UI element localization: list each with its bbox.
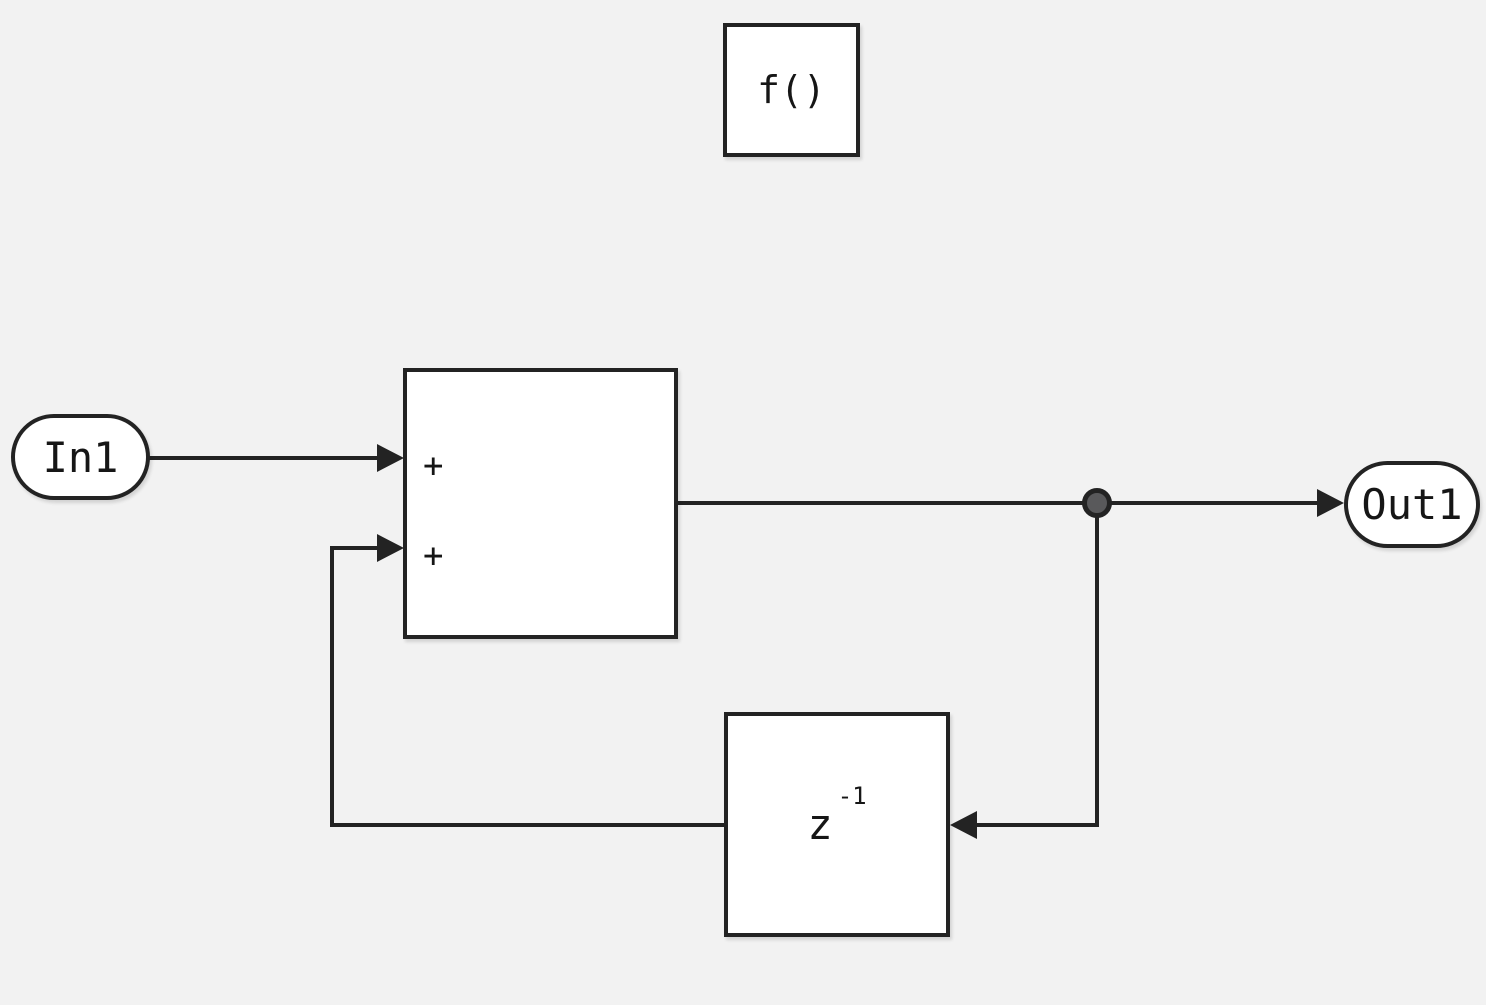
- unit-delay-label: z-1: [807, 782, 866, 849]
- arrowhead-sum-port1: [377, 444, 404, 472]
- branch-junction-dot[interactable]: [1082, 488, 1112, 518]
- arrowhead-sum-port2: [377, 534, 404, 562]
- arrowhead-delay-input: [950, 811, 977, 839]
- inport-label: In1: [42, 432, 119, 482]
- function-call-block[interactable]: f(): [723, 23, 860, 157]
- outport-block-out1[interactable]: Out1: [1344, 461, 1480, 548]
- sum-port2-sign: +: [423, 536, 444, 576]
- inport-block-in1[interactable]: In1: [11, 414, 150, 500]
- arrowhead-out1: [1317, 489, 1344, 517]
- unit-delay-exponent: -1: [837, 782, 867, 810]
- outport-label: Out1: [1361, 480, 1463, 529]
- unit-delay-base: z: [807, 800, 833, 849]
- wire-junction-to-delay[interactable]: [974, 503, 1099, 827]
- function-call-label: f(): [757, 68, 826, 112]
- sum-block[interactable]: + +: [403, 368, 678, 639]
- wire-delay-feedback-to-sum[interactable]: [330, 546, 726, 827]
- unit-delay-block[interactable]: z-1: [724, 712, 950, 937]
- sum-port1-sign: +: [423, 446, 444, 486]
